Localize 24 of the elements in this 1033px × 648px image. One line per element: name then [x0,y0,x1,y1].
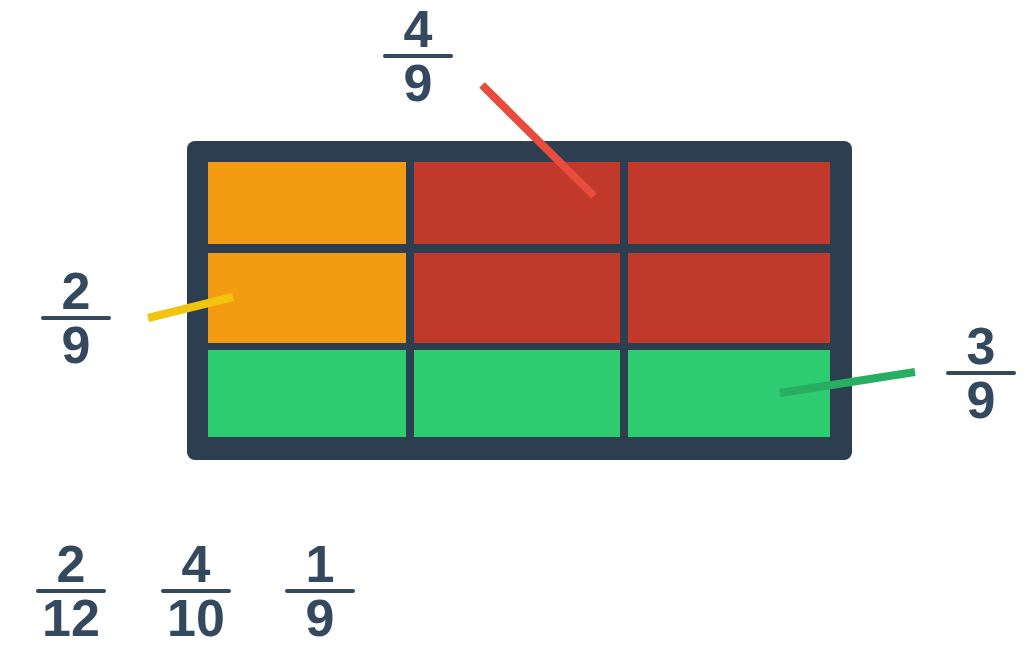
leader-line [147,293,234,322]
grid-cell [628,253,830,343]
grid-frame [187,141,852,460]
numerator-text: 2 [61,269,91,313]
numerator-text: 1 [305,542,335,586]
denominator-text: 9 [403,61,433,105]
denominator-text: 9 [61,323,91,367]
grid-cell [208,162,406,244]
denominator-text: 12 [42,596,100,640]
denominator-text: 9 [305,596,335,640]
grid-cell [414,162,620,244]
grid-cell [628,162,830,244]
grid-cell [414,350,620,437]
grid-cell [208,350,406,437]
denominator-text: 9 [966,378,996,422]
leader-line [779,368,916,397]
grid-cell [628,350,830,437]
numerator-text: 3 [966,324,996,368]
numerator-text: 4 [403,7,433,51]
numerator-text: 4 [181,542,211,586]
numerator-text: 2 [56,542,86,586]
grid-cell [208,253,406,343]
denominator-text: 10 [167,596,225,640]
grid-cell [414,253,620,343]
